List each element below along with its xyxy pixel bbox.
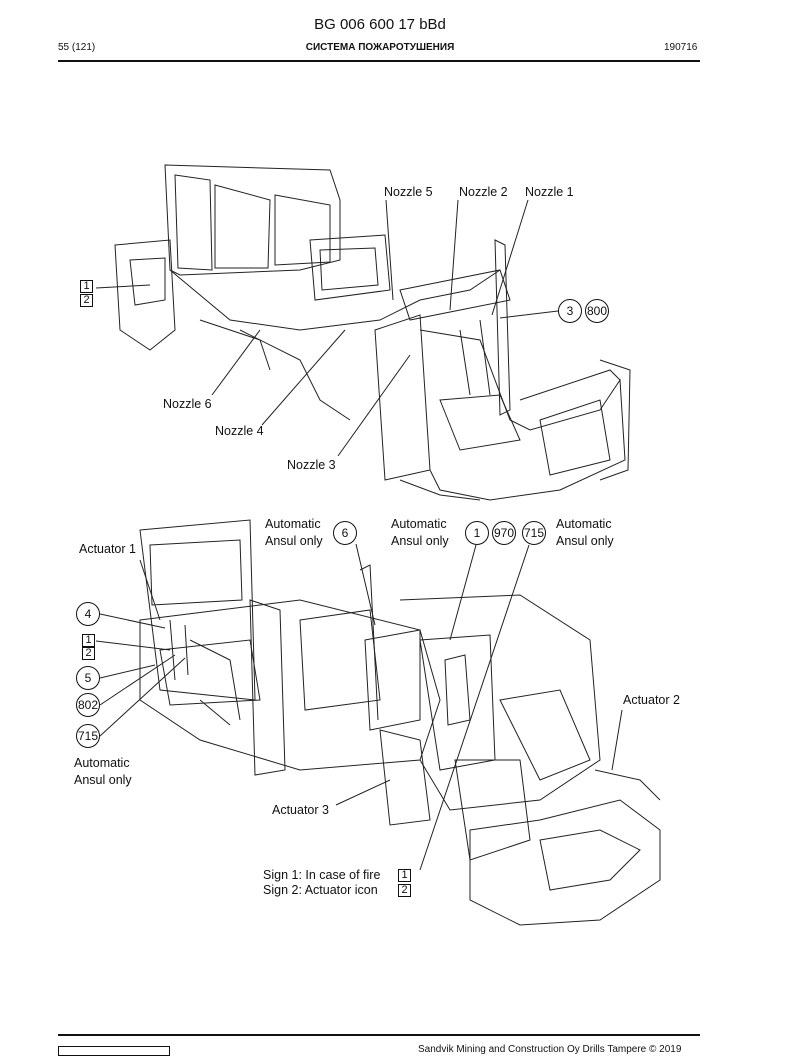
legend-box-1: 1 <box>398 869 411 882</box>
callout-3: 3 <box>558 299 582 323</box>
label-ansul-only-mid: Ansul only <box>391 534 449 548</box>
page-number: 55 (121) <box>58 42 96 53</box>
label-ansul-only-right: Ansul only <box>556 534 614 548</box>
sandvik-logo <box>58 1046 170 1056</box>
legend-sign-1: Sign 1: In case of fire <box>263 868 381 882</box>
label-actuator-2: Actuator 2 <box>623 693 680 707</box>
callout-715-top: 715 <box>522 521 546 545</box>
top-machine-drawing <box>114 164 631 501</box>
top-leader-lines <box>95 199 559 457</box>
header-rule <box>58 60 700 62</box>
label-nozzle-6: Nozzle 6 <box>163 397 212 411</box>
sign-box-1-bottom: 1 <box>82 634 95 647</box>
footer-rule <box>58 1034 700 1036</box>
label-nozzle-5: Nozzle 5 <box>384 185 433 199</box>
label-automatic-bottom: Automatic <box>74 756 130 770</box>
callout-1: 1 <box>465 521 489 545</box>
document-id: BG 006 600 17 bBd <box>314 16 446 33</box>
sign-box-2-bottom: 2 <box>82 647 95 660</box>
callout-6: 6 <box>333 521 357 545</box>
callout-800: 800 <box>585 299 609 323</box>
callout-4: 4 <box>76 602 100 626</box>
footer-copyright: Sandvik Mining and Construction Oy Drill… <box>418 1044 682 1055</box>
sign-box-2: 2 <box>80 294 93 307</box>
callout-715-left: 715 <box>76 724 100 748</box>
label-ansul-only-left: Ansul only <box>265 534 323 548</box>
legend-sign-2: Sign 2: Actuator icon <box>263 883 378 897</box>
label-nozzle-1: Nozzle 1 <box>525 185 574 199</box>
section-title: СИСТЕМА ПОЖАРОТУШЕНИЯ <box>305 42 455 53</box>
label-actuator-3: Actuator 3 <box>272 803 329 817</box>
callout-802: 802 <box>76 693 100 717</box>
bottom-machine-drawing <box>139 519 661 926</box>
sign-box-1: 1 <box>80 280 93 293</box>
label-nozzle-4: Nozzle 4 <box>215 424 264 438</box>
label-automatic-right: Automatic <box>556 517 612 531</box>
callout-5: 5 <box>76 666 100 690</box>
label-nozzle-2: Nozzle 2 <box>459 185 508 199</box>
label-actuator-1: Actuator 1 <box>79 542 136 556</box>
legend-box-2: 2 <box>398 884 411 897</box>
callout-970: 970 <box>492 521 516 545</box>
bottom-leader-lines <box>95 543 623 871</box>
label-ansul-only-bottom: Ansul only <box>74 773 132 787</box>
label-automatic-left: Automatic <box>265 517 321 531</box>
label-nozzle-3: Nozzle 3 <box>287 458 336 472</box>
revision-date: 190716 <box>664 42 698 53</box>
label-automatic-mid: Automatic <box>391 517 447 531</box>
